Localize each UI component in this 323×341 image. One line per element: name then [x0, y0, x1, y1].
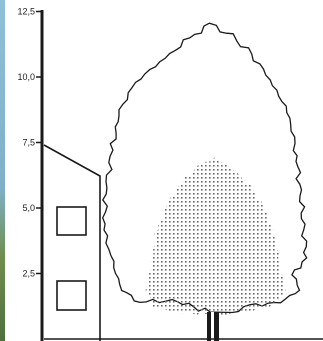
- house-outline: [43, 144, 101, 341]
- scale-tick-label: 2,5: [22, 269, 35, 279]
- scale-tick-label: 5,0: [22, 203, 35, 213]
- house-upper-window: [56, 206, 87, 236]
- small-tree-crown: [145, 157, 287, 316]
- small-tree-trunk-highlight: [211, 312, 214, 341]
- house-roof-and-wall: [43, 144, 101, 341]
- large-tree-outline: [101, 22, 308, 314]
- scale-tick-label: 7,5: [22, 138, 35, 148]
- house-lower-window: [56, 280, 87, 311]
- scale-tick-label: 10,0: [17, 72, 35, 82]
- left-edge-strip: [0, 0, 5, 341]
- scale-tick-label: 12,5: [17, 7, 35, 17]
- height-scale: 12,5 10,0 7,5 5,0 2,5: [17, 7, 44, 341]
- scale-ticks: 12,5 10,0 7,5 5,0 2,5: [17, 7, 42, 279]
